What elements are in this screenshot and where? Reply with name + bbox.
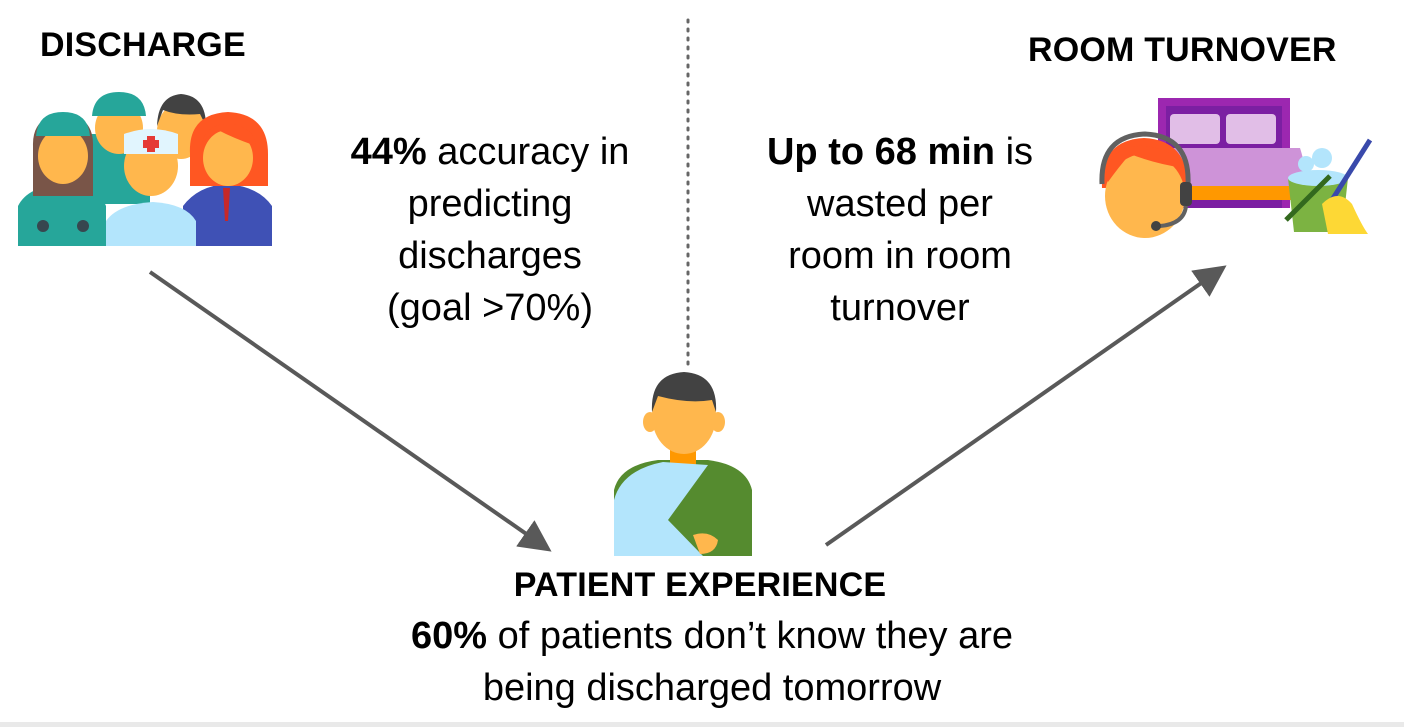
discharge-stat-line-2: predicting	[407, 183, 573, 225]
room-turnover-stat-line-3: room in room	[788, 235, 1012, 277]
discharge-stat-line-1: accuracy in	[426, 131, 630, 173]
room-turnover-stat-line-1: is	[995, 131, 1034, 173]
patient-arm-sling-icon	[614, 372, 752, 556]
room-turnover-stat: Up to 68 min is wasted per room in room …	[730, 126, 1070, 334]
discharge-stat-line-4: (goal >70%)	[387, 287, 593, 329]
room-turnover-stat-bold: Up to 68 min	[766, 131, 996, 173]
medical-staff-icon	[18, 92, 272, 246]
vertical-divider	[686, 18, 690, 367]
room-turnover-stat-line-4: turnover	[830, 287, 970, 329]
discharge-stat-line-3: discharges	[398, 235, 582, 277]
patient-experience-stat-line-2: being discharged tomorrow	[482, 667, 942, 709]
room-turnover-heading: ROOM TURNOVER	[1028, 31, 1337, 69]
patient-experience-stat-bold: 60%	[410, 615, 488, 657]
patient-experience-stat-line-1: of patients don’t know they are	[487, 615, 1014, 657]
bottom-strip	[0, 722, 1404, 727]
patient-experience-heading: PATIENT EXPERIENCE	[513, 566, 887, 604]
housekeeping-bed-icon	[1099, 98, 1373, 238]
room-turnover-stat-line-2: wasted per	[807, 183, 993, 225]
discharge-stat: 44% accuracy in predicting discharges (g…	[320, 126, 660, 334]
discharge-heading: DISCHARGE	[40, 26, 246, 64]
discharge-stat-bold: 44%	[350, 131, 427, 173]
patient-experience-stat: 60% of patients don’t know they are bein…	[312, 610, 1112, 714]
